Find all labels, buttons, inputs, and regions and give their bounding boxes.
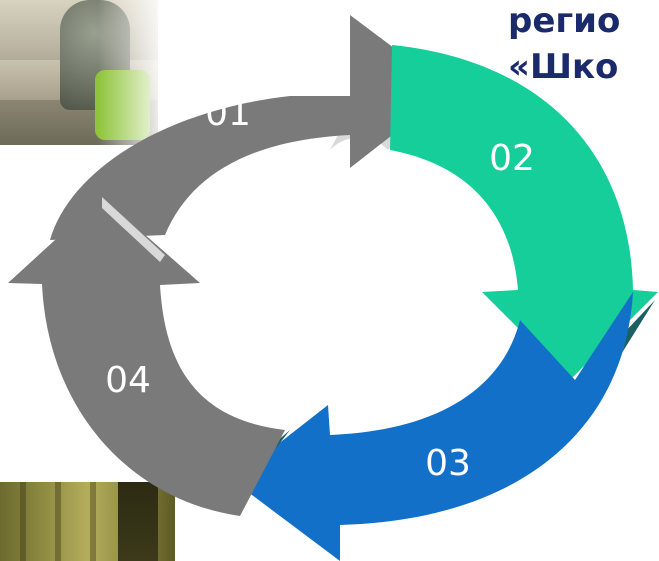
photo-curtain-fold xyxy=(20,482,26,561)
title-line-2: «Шко xyxy=(508,47,619,87)
cycle-arrow-03 xyxy=(232,292,633,561)
cycle-arrow-04 xyxy=(8,197,285,516)
step-label-01: 01 xyxy=(205,93,251,134)
step-label-02: 02 xyxy=(489,138,535,179)
photo-curtain-fold xyxy=(90,482,96,561)
photo-curtain-fold xyxy=(55,482,61,561)
photo-door-frame xyxy=(118,482,158,561)
step-label-03: 03 xyxy=(425,443,471,484)
classroom-photo-bottom xyxy=(0,482,175,561)
cycle-arrow-02 xyxy=(390,45,658,380)
title-line-1: регио xyxy=(508,1,621,41)
cycle-arrow-01 xyxy=(50,15,450,240)
photo-fade xyxy=(98,0,158,145)
cycle-arrow-04-highlight xyxy=(102,197,165,262)
classroom-photo-top xyxy=(0,0,158,145)
page-title: регио «Шко xyxy=(508,0,620,90)
step-label-04: 04 xyxy=(105,360,151,401)
